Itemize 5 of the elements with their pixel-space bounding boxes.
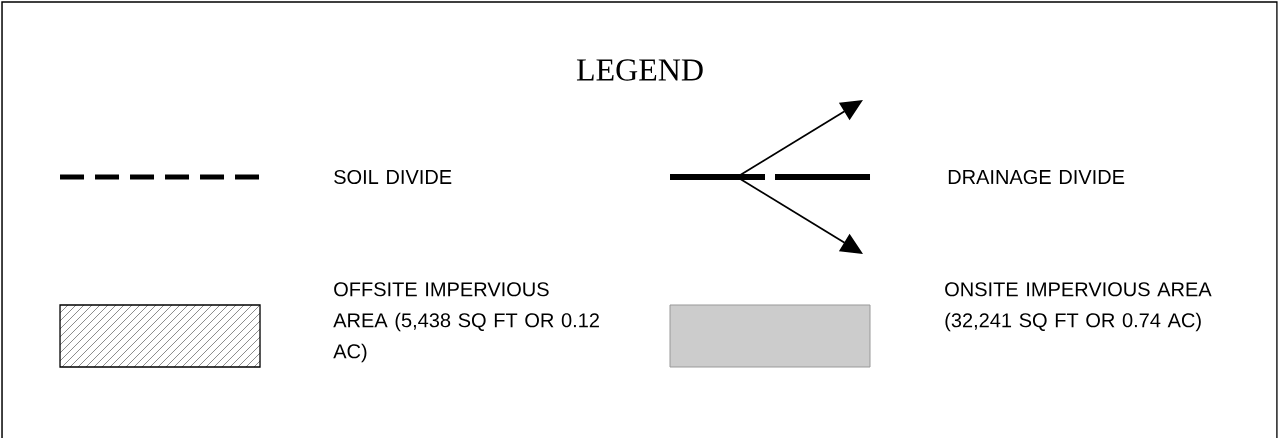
legend-label: ONSITE IMPERVIOUS AREA (32,241 SQ FT OR 0.74 AC) xyxy=(945,282,1212,332)
legend-label: OFFSITE IMPERVIOUS AREA (5,438 SQ FT OR 0.12 AC) xyxy=(333,282,599,363)
legend-title: LEGEND xyxy=(576,59,703,81)
legend-label: DRAINAGE DIVIDE xyxy=(948,169,1125,185)
legend-label: SOIL DIVIDE xyxy=(334,169,452,185)
